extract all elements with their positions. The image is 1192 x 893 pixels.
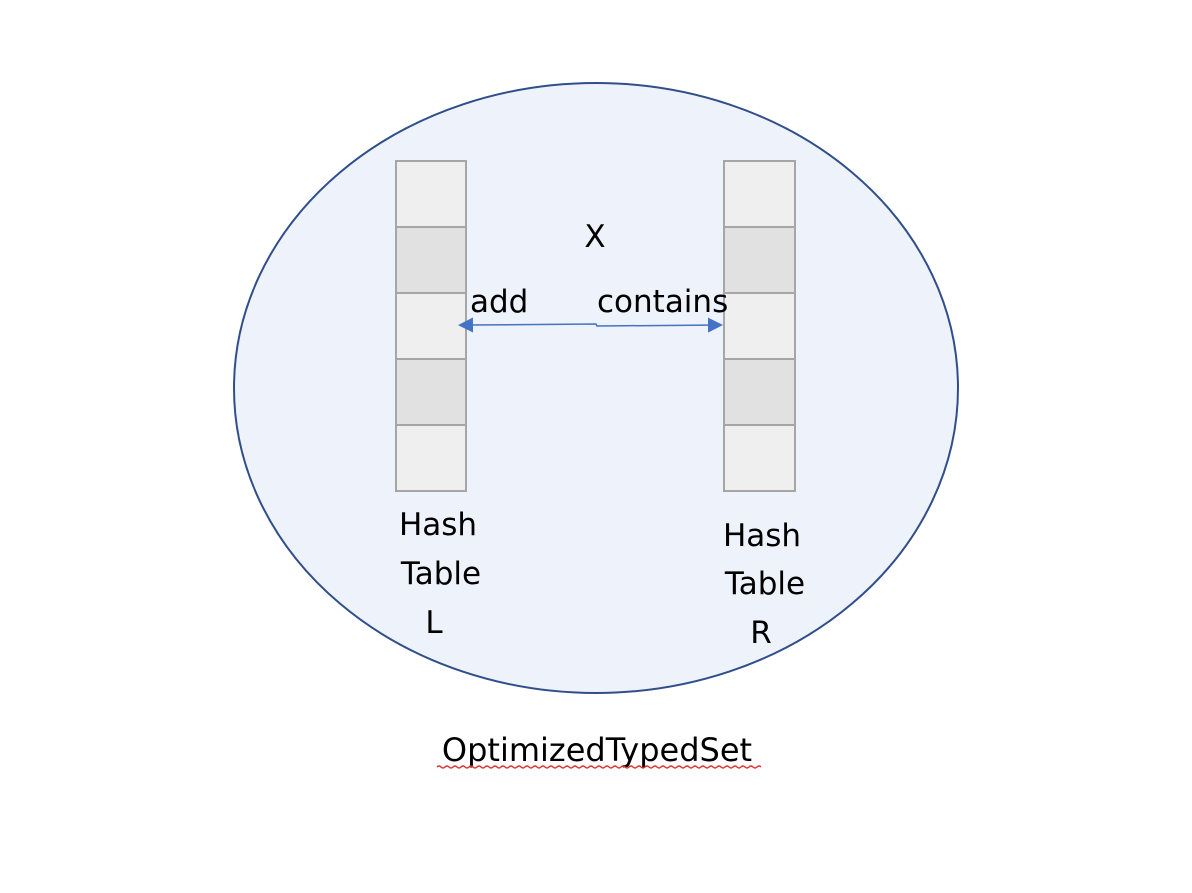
center-symbol: X bbox=[584, 219, 605, 255]
right-table-cell bbox=[723, 292, 796, 360]
bidirectional-arrow bbox=[458, 317, 723, 333]
caption: OptimizedTypedSet bbox=[442, 731, 752, 769]
spellcheck-underline bbox=[436, 765, 762, 769]
right-table-cell bbox=[723, 226, 796, 294]
left-table-label-line-1: Hash bbox=[399, 507, 477, 543]
right-table-cell bbox=[723, 358, 796, 426]
hash-table-right bbox=[723, 160, 796, 492]
left-table-cell bbox=[395, 424, 467, 492]
contains-label: contains bbox=[597, 284, 728, 320]
right-table-cell bbox=[723, 160, 796, 228]
add-label: add bbox=[470, 284, 528, 320]
left-table-cell bbox=[395, 358, 467, 426]
left-table-label-line-2: Table bbox=[400, 556, 481, 592]
right-table-label-line-1: Hash bbox=[723, 518, 801, 554]
right-table-label-line-2: Table bbox=[724, 566, 805, 602]
right-table-label-line-3: R bbox=[750, 615, 772, 651]
hash-table-left bbox=[395, 160, 467, 492]
left-table-cell bbox=[395, 160, 467, 228]
set-container-ellipse bbox=[233, 82, 959, 694]
left-table-cell bbox=[395, 292, 467, 360]
left-table-cell bbox=[395, 226, 467, 294]
right-table-cell bbox=[723, 424, 796, 492]
left-table-label-line-3: L bbox=[425, 605, 443, 641]
